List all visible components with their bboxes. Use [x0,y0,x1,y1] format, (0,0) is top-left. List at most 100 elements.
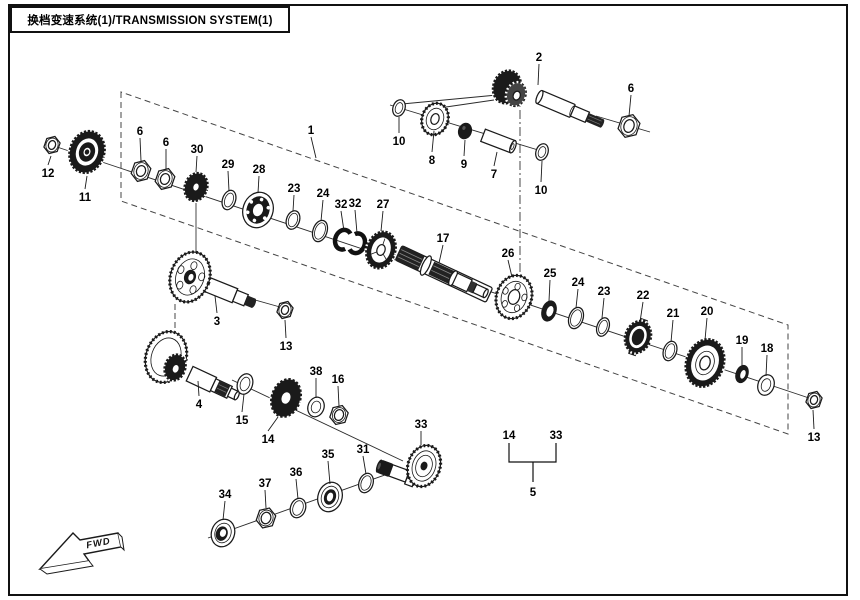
leader-line-1 [310,136,317,159]
part-32-half-clip-b [347,231,368,256]
part-callout-2: 2 [536,52,542,64]
part-3-shaft [199,275,257,308]
part-26-gear [494,273,534,321]
part-callout-17: 17 [437,233,450,245]
leader-line-6 [628,94,632,117]
leader-line-11 [84,175,88,190]
leader-line-36 [295,478,299,500]
part-10-washer-b [535,143,549,161]
part-callout-33: 33 [550,430,563,442]
leader-line-2 [537,63,540,86]
leader-line-10 [540,160,543,183]
part-30-gear [182,171,210,203]
part-4-shaft [185,365,240,401]
part-23-ring-b [595,317,611,337]
part-7-pin [479,128,517,154]
part-8-gear [420,101,450,137]
part-callout-29: 29 [222,159,235,171]
assembly-5-bracket [508,443,557,482]
part-callout-14: 14 [503,430,516,442]
part-callout-25: 25 [544,268,557,280]
part-19-bushing [735,364,749,384]
leader-line-6 [139,137,142,162]
part-callout-24: 24 [572,277,585,289]
part-13-nut-a [276,300,294,320]
part-callout-34: 34 [219,489,232,501]
part-callout-13: 13 [280,341,293,353]
leader-line-32 [340,210,345,232]
part-15-washer [236,373,254,395]
part-16-nut [329,404,349,426]
leader-line-17 [438,244,444,264]
part-callout-7: 7 [491,169,497,181]
leader-line-23 [601,297,605,319]
part-callout-10: 10 [393,136,406,148]
part-13-nut-b [805,390,823,410]
part-3-gear [168,250,212,304]
part-12-flange-nut [43,135,61,155]
leader-line-22 [639,301,644,323]
part-33-bevel-gear [405,443,443,489]
part-38-washer [307,396,325,418]
page-title: 换档变速系统(1)/TRANSMISSION SYSTEM(1) [27,14,273,27]
fwd-arrow: FWD [38,531,125,575]
leader-line-9 [463,139,466,157]
part-callout-6: 6 [137,126,143,138]
part-6-nut-a [130,159,152,183]
part-23-ring-a [285,210,301,230]
part-callout-10: 10 [535,185,548,197]
part-callout-11: 11 [79,192,92,204]
leader-line-18 [765,354,768,377]
part-24-ring-b [567,306,585,330]
leader-line-21 [670,319,674,343]
leader-line-24 [575,288,579,309]
part-callout-6: 6 [628,83,634,95]
part-callout-12: 12 [42,168,55,180]
leader-line-31 [362,455,367,475]
leader-line-8 [431,130,435,153]
part-18-washer [757,374,775,396]
page-border [8,4,848,596]
leader-line-13 [284,319,287,339]
part-callout-8: 8 [429,155,436,167]
part-callout-13: 13 [808,432,821,444]
part-callout-38: 38 [310,366,323,378]
leader-line-14 [267,416,279,432]
leader-line-4 [197,380,200,397]
title-box: 换档变速系统(1)/TRANSMISSION SYSTEM(1) [10,6,290,33]
part-callout-1: 1 [308,125,315,137]
part-17-mainshaft [395,245,493,303]
leader-line-34 [222,500,226,521]
part-10-washer-a [392,99,406,117]
part-callout-35: 35 [322,449,335,461]
part-callout-19: 19 [736,335,749,347]
leader-line-13 [812,409,815,430]
leader-line-37 [264,489,267,509]
part-callout-3: 3 [214,316,220,328]
part-31-ring [357,472,375,494]
part-callout-24: 24 [317,188,330,200]
part-callout-33: 33 [415,419,428,431]
part-11-gear [67,129,107,175]
part-callout-4: 4 [196,399,203,411]
part-callout-36: 36 [290,467,303,479]
leader-line-32 [354,209,358,234]
part-callout-15: 15 [236,415,249,427]
part-callout-23: 23 [598,286,611,298]
part-14-bevel-gear [269,377,303,419]
leader-line-26 [507,259,513,278]
leader-line-3 [214,295,218,314]
leader-line-30 [195,155,198,173]
leader-line-7 [493,151,498,167]
part-24-ring-a [311,219,329,243]
part-20-gear [683,337,727,389]
fwd-label: FWD [85,536,111,551]
leader-line-15 [241,393,245,413]
part-callout-30: 30 [191,144,204,156]
part-22-shift-dog [622,317,654,357]
leader-line-24 [320,199,324,222]
part-27-gear [364,229,398,271]
leader-line-35 [327,460,331,485]
part-21-ring [662,340,678,362]
